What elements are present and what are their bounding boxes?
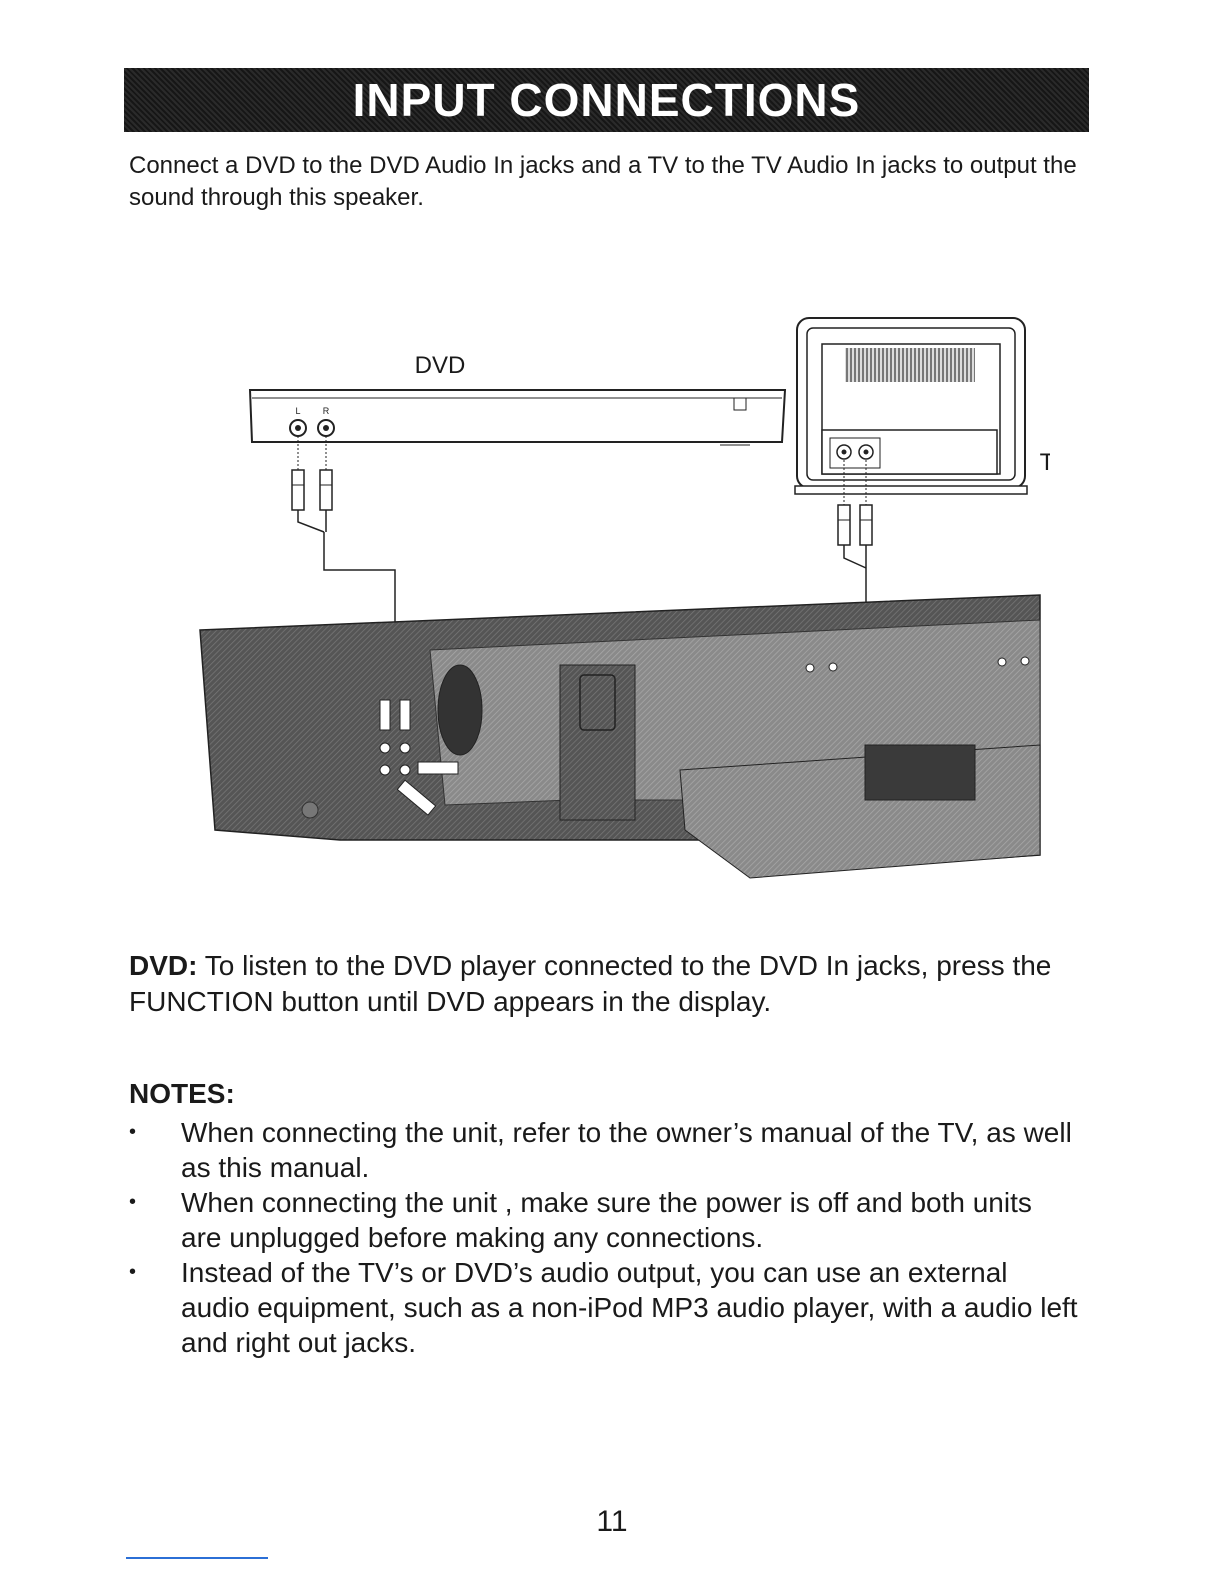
note-text: When connecting the unit , make sure the… xyxy=(181,1187,1032,1253)
page-number: 11 xyxy=(596,1505,628,1538)
dvd-instruction-text: To listen to the DVD player connected to… xyxy=(129,950,1052,1017)
television: TV xyxy=(794,317,1050,495)
tv-label: TV xyxy=(1040,449,1050,476)
note-text: When connecting the unit, refer to the o… xyxy=(181,1117,1072,1183)
bullet: • xyxy=(129,1191,137,1213)
jack-label-left: L xyxy=(295,406,300,416)
tv-audio-jack-left xyxy=(836,444,852,460)
bullet: • xyxy=(129,1121,137,1143)
note-text: Instead of the TV’s or DVD’s audio outpu… xyxy=(181,1257,1078,1358)
dvd-audio-jack-left xyxy=(289,419,307,437)
notes-heading: NOTES: xyxy=(129,1078,235,1109)
dvd-audio-jack-right xyxy=(317,419,335,437)
dvd-rca-cable xyxy=(291,436,396,660)
tv-audio-jack-right xyxy=(858,444,874,460)
notes-list: • When connecting the unit, refer to the … xyxy=(129,1115,1079,1360)
section-header-bar: INPUT CONNECTIONS xyxy=(124,68,1089,132)
note-item: • Instead of the TV’s or DVD’s audio outp… xyxy=(129,1255,1079,1360)
dvd-lead: DVD: xyxy=(129,950,198,981)
note-item: • When connecting the unit, refer to the … xyxy=(129,1115,1079,1185)
note-item: • When connecting the unit , make sure th… xyxy=(129,1185,1079,1255)
speaker-sound-bar xyxy=(199,594,1041,879)
speaker-audio-in-jacks xyxy=(379,699,459,816)
intro-paragraph: Connect a DVD to the DVD Audio In jacks … xyxy=(129,152,1077,211)
connection-diagram: DVD L R xyxy=(199,317,1050,879)
dvd-instruction: DVD: To listen to the DVD player connect… xyxy=(129,948,1099,1020)
jack-label-right: R xyxy=(323,406,330,416)
page-title: INPUT CONNECTIONS xyxy=(352,74,861,126)
dvd-label: DVD xyxy=(415,352,466,379)
footer-rule xyxy=(126,1557,268,1559)
dvd-player: DVD L R xyxy=(248,352,787,446)
bullet: • xyxy=(129,1261,137,1283)
